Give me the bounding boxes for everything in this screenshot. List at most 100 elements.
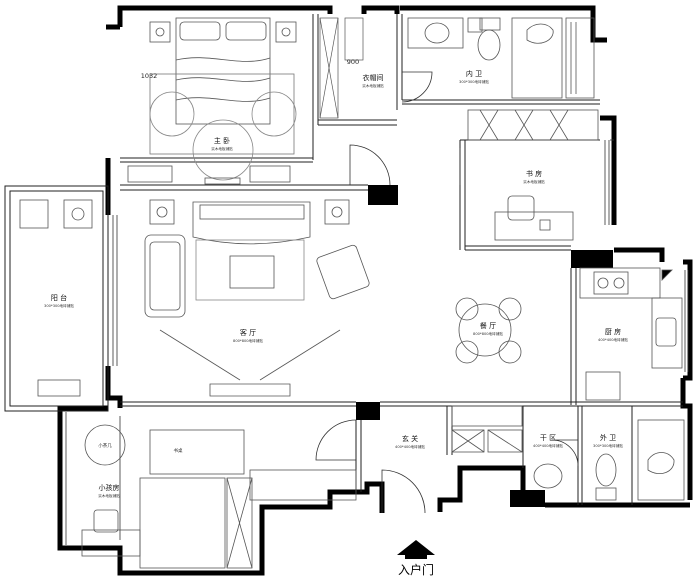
toilet bbox=[477, 29, 501, 61]
wall-left-lower bbox=[105, 366, 123, 408]
fridge bbox=[585, 371, 621, 401]
label-dry-area: 干 区 bbox=[540, 434, 556, 442]
kitchen-counter bbox=[579, 267, 661, 299]
closet-shelves bbox=[319, 17, 364, 119]
desk bbox=[149, 429, 245, 475]
master-bed bbox=[127, 17, 297, 183]
columns bbox=[356, 185, 613, 507]
floor-dry-area: 400*400地砖铺贴 bbox=[533, 443, 563, 448]
kitchen-fixtures bbox=[579, 267, 683, 401]
entry-arrow-base bbox=[405, 555, 427, 559]
exterior-walls bbox=[57, 5, 693, 576]
wall-bottom-kids bbox=[57, 405, 385, 576]
door-master bbox=[349, 144, 391, 186]
nightstand-right bbox=[275, 21, 297, 43]
round-table bbox=[84, 424, 126, 466]
label-dining-room: 餐 厅 bbox=[480, 321, 496, 330]
column-kitchen bbox=[571, 250, 613, 268]
kids-furniture bbox=[81, 424, 357, 569]
living-furniture bbox=[144, 177, 370, 397]
entry-arrow-icon bbox=[397, 540, 435, 555]
dining-chair-2 bbox=[498, 297, 522, 321]
armchair bbox=[316, 244, 370, 300]
wall-bottom-dry bbox=[437, 465, 526, 512]
label-study: 书 房 bbox=[526, 169, 542, 178]
nightstand-left bbox=[149, 21, 171, 43]
wall-top-closet bbox=[361, 5, 400, 14]
wall-right-kitchen bbox=[614, 247, 665, 262]
wall-top-bath bbox=[400, 5, 607, 43]
foyer-cabinets bbox=[451, 405, 523, 453]
wall-right-kitchen-outer bbox=[683, 259, 693, 381]
label-master-bedroom: 主 卧 bbox=[214, 136, 230, 145]
kids-chair bbox=[93, 509, 119, 533]
dining-chair-4 bbox=[498, 340, 522, 364]
label-living-room: 客 厅 bbox=[240, 328, 256, 337]
label-outer-bath: 外 卫 bbox=[600, 433, 616, 442]
label-walk-in-closet: 衣帽间 bbox=[363, 73, 384, 82]
stove bbox=[593, 271, 629, 295]
kitchen-sink bbox=[655, 317, 677, 347]
doors bbox=[315, 71, 579, 514]
room-labels: 主 卧 实木地板铺贴 衣帽间 实木地板铺贴 内 卫 300*300地砖铺贴 书 … bbox=[44, 58, 628, 577]
sofa-side bbox=[144, 234, 186, 318]
outer-bath-fixtures bbox=[533, 419, 685, 501]
washing-machine bbox=[19, 199, 49, 229]
bed bbox=[175, 17, 271, 125]
door-inner-bath bbox=[401, 71, 433, 103]
floor-study: 实木地板铺贴 bbox=[523, 179, 545, 184]
kids-desk bbox=[81, 529, 141, 557]
outer-toilet bbox=[595, 453, 617, 487]
column-living bbox=[368, 185, 398, 205]
column-dry bbox=[510, 490, 545, 507]
balcony-fixtures bbox=[19, 199, 93, 397]
wall-right-bath bbox=[680, 378, 693, 500]
side-table-left bbox=[149, 199, 175, 225]
wall-right-study bbox=[600, 115, 617, 225]
label-entrance: 入户门 bbox=[398, 562, 434, 577]
floor-master-bedroom: 实木地板铺贴 bbox=[211, 146, 233, 151]
study-furniture bbox=[467, 109, 599, 241]
side-table-right bbox=[324, 199, 350, 225]
floor-balcony: 300*300地砖铺贴 bbox=[44, 303, 74, 308]
door-entry bbox=[381, 469, 426, 514]
kids-bed bbox=[139, 477, 226, 569]
inner-bath-fixtures bbox=[407, 17, 595, 99]
label-kids-room: 小孩房 bbox=[99, 483, 120, 492]
label-desk: 书桌 bbox=[174, 447, 183, 454]
dim-bed-width: 1032 bbox=[141, 72, 158, 80]
label-small-round-table: 小茶几 bbox=[98, 442, 112, 449]
floor-foyer: 400*400地砖铺贴 bbox=[395, 444, 425, 449]
interior-walls bbox=[4, 14, 683, 505]
laundry-sink bbox=[63, 199, 93, 229]
floor-living-room: 800*800地砖铺贴 bbox=[233, 338, 263, 343]
shower bbox=[511, 17, 563, 99]
dim-closet-width: 900 bbox=[347, 58, 359, 66]
study-chair bbox=[507, 195, 535, 221]
dining-chair-1 bbox=[455, 297, 479, 321]
floor-kitchen: 400*400地砖铺贴 bbox=[598, 337, 628, 342]
vanity bbox=[407, 17, 464, 49]
floor-outer-bath: 300*300地砖铺贴 bbox=[593, 443, 623, 448]
door-kids bbox=[315, 419, 357, 461]
label-balcony: 阳 台 bbox=[51, 293, 67, 302]
tv-cabinet bbox=[209, 383, 291, 397]
floor-walk-in-closet: 实木地板铺贴 bbox=[362, 83, 384, 88]
dining-chair-3 bbox=[455, 340, 479, 364]
label-kitchen: 厨 房 bbox=[605, 327, 621, 336]
coffee-table bbox=[229, 255, 275, 289]
dining-table bbox=[458, 303, 512, 357]
windows bbox=[65, 139, 689, 545]
wall-top-master bbox=[117, 5, 333, 27]
floor-kids-room: 实木地板铺贴 bbox=[98, 493, 120, 498]
outer-shower bbox=[637, 419, 685, 501]
column-foyer bbox=[356, 402, 380, 420]
floor-dining-room: 800*800地砖铺贴 bbox=[473, 331, 503, 336]
balcony-cabinet bbox=[37, 379, 81, 397]
washbasin bbox=[533, 463, 563, 489]
sofa-main bbox=[192, 201, 311, 245]
floor-inner-bath: 300*300地砖铺贴 bbox=[459, 79, 489, 84]
label-foyer: 玄 关 bbox=[402, 434, 418, 443]
door-outer-bath bbox=[551, 439, 579, 467]
